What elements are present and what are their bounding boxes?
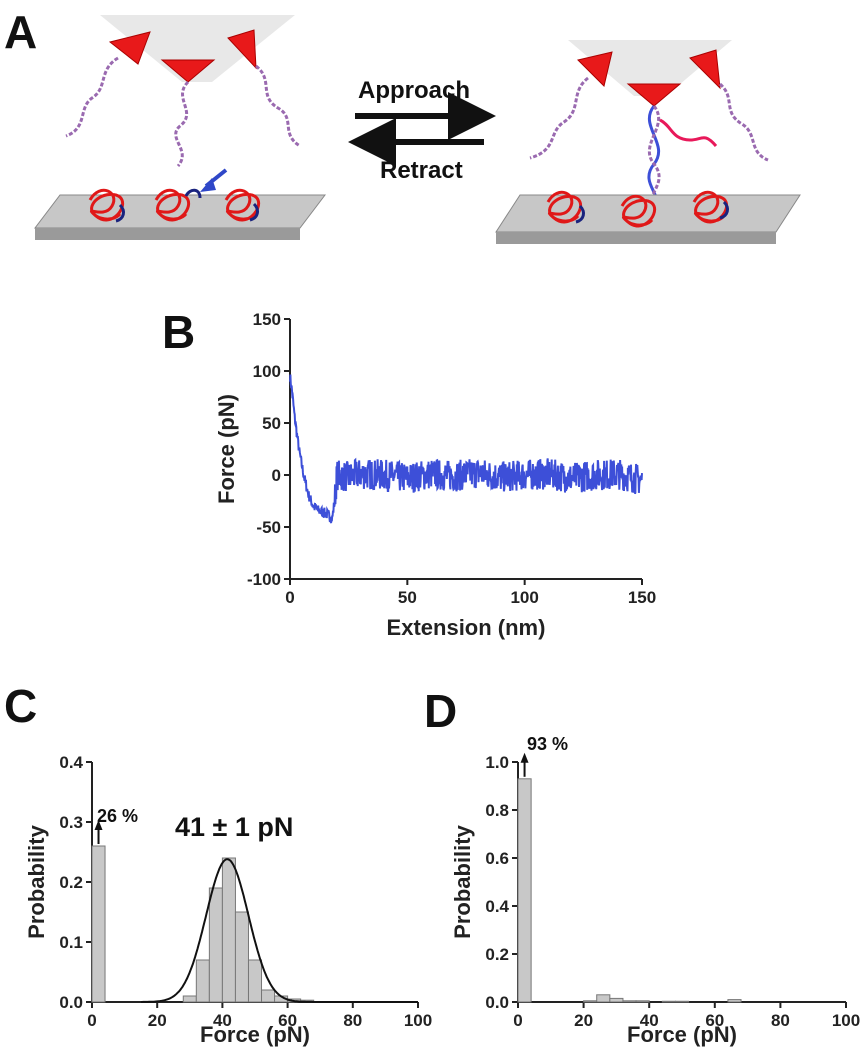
x-axis-title: Force (pN)	[627, 1022, 737, 1047]
y-axis-title: Force (pN)	[214, 394, 239, 504]
x-tick-label: 0	[513, 1011, 522, 1030]
histogram-bar	[596, 994, 611, 1003]
y-tick-label: 1.0	[485, 753, 509, 772]
y-axis-title: Probability	[450, 824, 475, 938]
histogram-bar	[622, 1000, 637, 1003]
y-tick-label: 0.0	[59, 993, 83, 1012]
y-tick-label: 0.2	[485, 945, 509, 964]
marker-arrowhead	[200, 178, 216, 192]
peak-note-d: 93 %	[527, 734, 568, 754]
afm-scene-bound	[495, 40, 801, 244]
histogram-bar	[609, 997, 624, 1003]
y-tick-label: 50	[262, 414, 281, 433]
duplex-dna	[647, 105, 718, 211]
force-trace-line	[289, 374, 643, 524]
linker-triangles-left	[108, 29, 257, 83]
histogram-bar	[517, 778, 532, 1003]
y-tick-label: 0	[272, 466, 281, 485]
histogram-bar	[247, 959, 263, 1003]
protein-coils-right	[546, 190, 729, 228]
y-tick-label: -100	[247, 570, 281, 589]
histogram-bar	[261, 989, 276, 1003]
x-tick-label: 100	[832, 1011, 860, 1030]
y-tick-label: 0.0	[485, 993, 509, 1012]
substrate-right-edge	[496, 232, 776, 244]
x-tick-label: 50	[398, 588, 417, 607]
approach-label: Approach	[358, 77, 470, 104]
peak-arrowhead	[94, 820, 103, 830]
x-axis-title: Force (pN)	[200, 1022, 310, 1047]
x-axis-title: Extension (nm)	[387, 615, 546, 640]
retract-label: Retract	[380, 157, 463, 184]
histogram-bar	[583, 1000, 598, 1003]
histogram-bar	[91, 845, 106, 1003]
histogram-bar	[221, 857, 236, 1003]
y-tick-label: 100	[253, 362, 281, 381]
process-arrows: Approach Retract	[348, 77, 496, 184]
afm-scene-separated	[33, 15, 327, 240]
histogram-bar	[182, 995, 197, 1003]
y-tick-label: -50	[256, 518, 281, 537]
x-tick-label: 100	[510, 588, 538, 607]
x-tick-label: 20	[148, 1011, 167, 1030]
x-tick-label: 0	[87, 1011, 96, 1030]
target-loops-left	[115, 188, 259, 223]
afm-tip-left	[100, 15, 295, 82]
histogram-bar	[234, 911, 249, 1003]
y-tick-label: 0.2	[59, 873, 83, 892]
histogram-bar	[674, 1000, 690, 1003]
x-tick-label: 40	[213, 1011, 232, 1030]
panel-letter-a: A	[4, 6, 37, 58]
histogram-bar	[727, 999, 742, 1003]
y-axis-title: Probability	[24, 824, 49, 938]
dna-strands-left	[65, 56, 301, 167]
x-tick-label: 60	[278, 1011, 297, 1030]
x-tick-label: 60	[705, 1011, 724, 1030]
substrate-left-edge	[35, 228, 300, 240]
histogram-bar	[195, 959, 210, 1003]
panel-a-schematic: A	[4, 6, 801, 244]
x-tick-label: 40	[640, 1011, 659, 1030]
dna-strands-right	[529, 76, 769, 162]
x-tick-label: 150	[628, 588, 656, 607]
y-tick-label: 0.3	[59, 813, 83, 832]
y-tick-label: 0.4	[59, 753, 83, 772]
y-tick-label: 0.4	[485, 897, 509, 916]
x-tick-label: 20	[574, 1011, 593, 1030]
panel-letter-d: D	[424, 685, 457, 737]
histogram-bar	[661, 1000, 676, 1003]
histogram-bar	[635, 1000, 650, 1003]
x-tick-label: 100	[404, 1011, 432, 1030]
y-tick-label: 150	[253, 310, 281, 329]
peak-arrowhead	[520, 752, 529, 763]
peak-note-c: 26 %	[97, 806, 138, 826]
protein-coils-left	[88, 188, 261, 222]
x-tick-label: 80	[343, 1011, 362, 1030]
target-loops-right	[575, 200, 729, 224]
histogram-bar	[208, 887, 223, 1003]
x-tick-label: 80	[771, 1011, 790, 1030]
panel-letter-c: C	[4, 680, 37, 732]
y-tick-label: 0.6	[485, 849, 509, 868]
linker-triangles-right	[577, 49, 721, 107]
gaussian-fit-line	[140, 858, 418, 1003]
y-tick-label: 0.1	[59, 933, 83, 952]
x-tick-label: 0	[285, 588, 294, 607]
fit-note-c: 41 ± 1 pN	[175, 812, 293, 842]
y-tick-label: 0.8	[485, 801, 509, 820]
panel-letter-b: B	[162, 306, 195, 358]
